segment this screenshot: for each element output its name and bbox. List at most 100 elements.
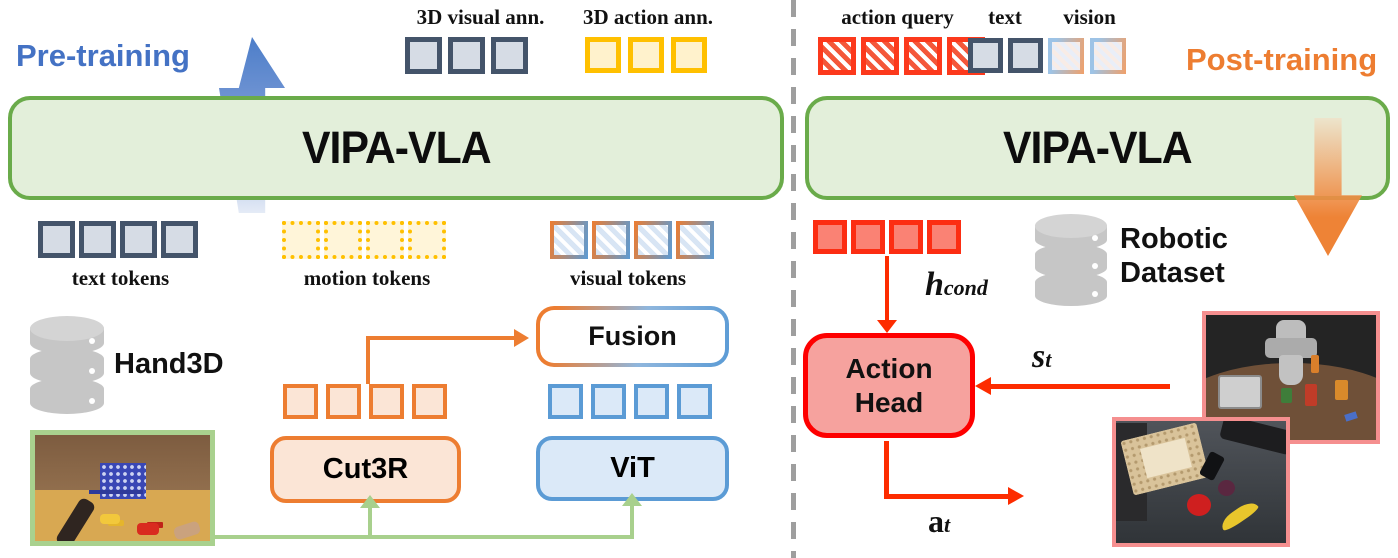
s-t-math-label: st <box>1032 338 1051 376</box>
action-query-token-row <box>818 37 985 75</box>
vision-token <box>1048 38 1084 74</box>
motion-token <box>408 221 446 259</box>
action-head-line1: Action <box>845 352 933 384</box>
vision-token <box>1090 38 1126 74</box>
database-icon-hand3d <box>30 316 104 414</box>
s-sub: t <box>1045 347 1052 372</box>
model-title-right: VIPA-VLA <box>1003 122 1193 173</box>
geometry-token <box>412 384 447 419</box>
vit-label: ViT <box>610 452 655 484</box>
visual-token <box>634 221 672 259</box>
geometry-token <box>369 384 404 419</box>
model-box-posttraining: VIPA-VLA <box>805 96 1390 200</box>
hand3d-dataset-label: Hand3D <box>114 348 224 380</box>
plum <box>1218 479 1235 496</box>
vit-box: ViT <box>536 436 729 501</box>
robotic-dataset-label: Robotic Dataset <box>1120 222 1228 290</box>
action-query-token <box>904 37 942 75</box>
geometry-token <box>283 384 318 419</box>
green-arrowhead-vit-icon <box>622 493 642 506</box>
text-token <box>120 221 157 258</box>
motion-token <box>282 221 320 259</box>
vit-token <box>548 384 583 419</box>
fusion-label: Fusion <box>540 310 725 363</box>
model-title-left: VIPA-VLA <box>301 122 492 173</box>
red-connector-action-horizontal <box>884 494 1010 499</box>
model-box-pretraining: VIPA-VLA <box>8 96 784 200</box>
geometry-token <box>326 384 361 419</box>
text-token <box>1008 38 1043 73</box>
motion-token <box>366 221 404 259</box>
action-query-token <box>861 37 899 75</box>
visual-token-row <box>550 221 714 259</box>
visual-token <box>676 221 714 259</box>
ann-visual-label: 3D visual ann. <box>416 5 545 29</box>
ann-action-label: 3D action ann. <box>582 5 714 29</box>
s-base: s <box>1032 338 1046 375</box>
cut3r-label: Cut3R <box>322 453 409 485</box>
action-ann-token <box>671 37 707 73</box>
robot-shoulder <box>1265 337 1317 358</box>
vision-token-row <box>1048 38 1126 74</box>
a-sub: t <box>944 512 951 537</box>
apple <box>1187 494 1212 517</box>
vit-token <box>591 384 626 419</box>
green-arrowhead-cut3r-icon <box>360 495 380 508</box>
database-icon-robotic <box>1035 214 1107 306</box>
vision-label: vision <box>1063 5 1116 29</box>
a-t-math-label: at <box>928 503 950 540</box>
banana <box>1217 498 1261 533</box>
h-base: h <box>925 266 944 303</box>
ann-visual-token-row <box>405 37 528 74</box>
cut3r-box: Cut3R <box>270 436 461 503</box>
text-token <box>38 221 75 258</box>
green-can <box>1280 387 1292 403</box>
visual-token <box>592 221 630 259</box>
fusion-box: Fusion <box>536 306 729 367</box>
vit-token <box>677 384 712 419</box>
green-connector-vertical-vit <box>630 504 634 537</box>
action-ann-token <box>585 37 621 73</box>
action-query-label: action query <box>841 5 954 29</box>
text-label: text <box>988 5 1022 29</box>
gripper-observation-frame <box>1112 417 1290 547</box>
text-token <box>79 221 116 258</box>
robotic-dataset-line1: Robotic <box>1120 223 1228 255</box>
a-base: a <box>928 503 944 539</box>
motion-token-row <box>282 221 446 259</box>
h-cond-math-label: hcond <box>925 266 988 304</box>
orange-connector-vertical <box>366 338 370 384</box>
visual-token <box>550 221 588 259</box>
orange-arrowhead-icon <box>514 329 529 347</box>
red-connector-action-vertical <box>884 441 889 499</box>
text-tokens-label: text tokens <box>71 266 170 290</box>
cond-token <box>889 220 923 254</box>
ann-action-token-row <box>585 37 707 73</box>
wire-basket <box>1217 375 1262 409</box>
orange-box <box>1335 380 1349 400</box>
red-connector-cond <box>885 256 889 324</box>
visual-ann-token <box>491 37 528 74</box>
green-connector-vertical-cut3r <box>368 506 372 537</box>
phase-divider-dashed-line <box>791 0 796 558</box>
red-pieces <box>136 522 159 535</box>
cond-token <box>813 220 847 254</box>
posttraining-phase-label: Post-training <box>1186 42 1378 77</box>
text-token <box>161 221 198 258</box>
cut3r-output-token-row <box>283 384 447 419</box>
robotic-dataset-line2: Dataset <box>1120 257 1225 289</box>
action-head-line2: Head <box>854 386 924 418</box>
motion-token <box>324 221 362 259</box>
vit-output-token-row <box>548 384 712 419</box>
text-token-row <box>38 221 198 258</box>
green-connector-horizontal <box>214 535 634 539</box>
motion-tokens-label: motion tokens <box>303 266 431 290</box>
yellow-pieces <box>99 514 120 525</box>
red-arrowhead-down-icon <box>877 320 897 333</box>
grid-base <box>88 490 143 495</box>
cond-token <box>927 220 961 254</box>
red-arrowhead-right-icon <box>1008 487 1024 505</box>
action-query-token <box>818 37 856 75</box>
orange-connector-horizontal <box>366 336 516 340</box>
